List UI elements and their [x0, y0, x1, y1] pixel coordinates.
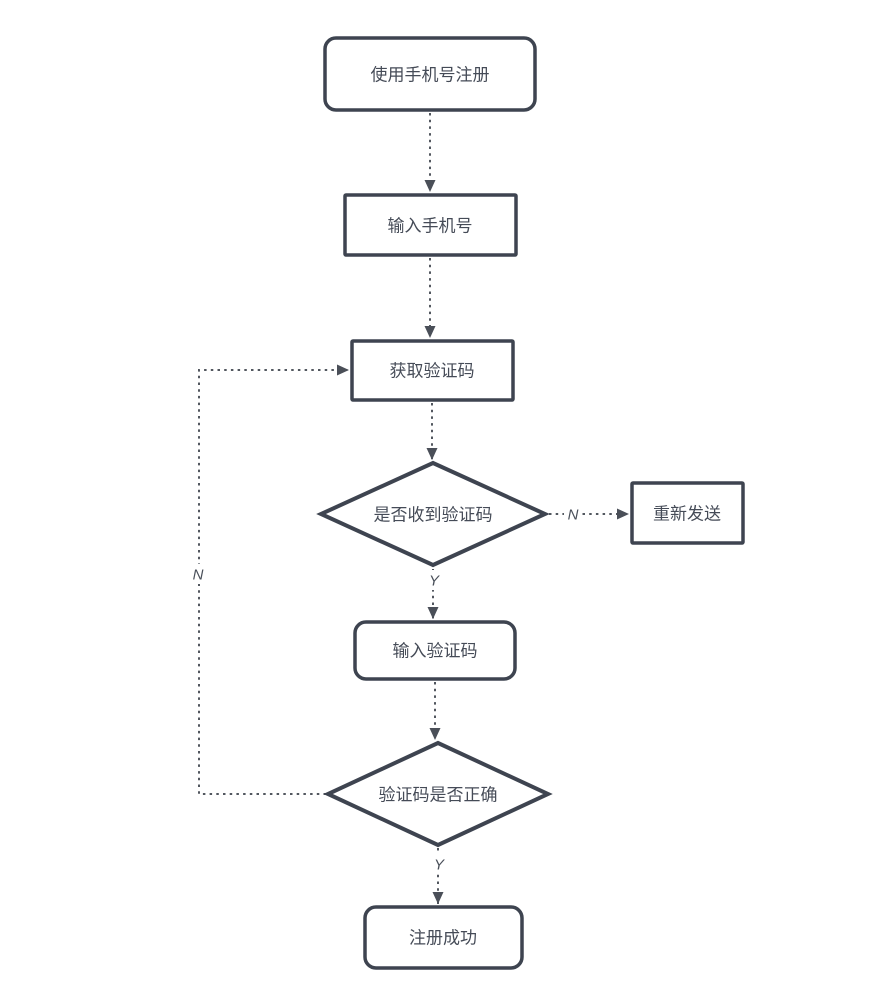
edge-label-code-received-no: N: [564, 504, 582, 524]
node-start: 使用手机号注册: [323, 36, 537, 112]
node-code-correct-shape: [323, 740, 553, 848]
node-resend-label: 重新发送: [653, 505, 721, 524]
node-success-shape: [363, 905, 524, 970]
node-enter-code: 输入验证码: [353, 620, 517, 681]
node-resend: 重新发送: [630, 481, 745, 545]
node-get-code-shape: [350, 339, 515, 402]
node-enter-code-shape: [353, 620, 517, 681]
node-enter-phone-label: 输入手机号: [388, 217, 473, 236]
node-success: 注册成功: [363, 905, 524, 970]
node-get-code-label: 获取验证码: [390, 362, 475, 381]
node-start-shape: [323, 36, 537, 112]
edge-label-y-enter-code: Y: [429, 573, 440, 590]
edge-label-n-loop: N: [193, 567, 204, 584]
node-start-label: 使用手机号注册: [371, 65, 490, 85]
node-enter-phone: 输入手机号: [343, 193, 518, 257]
node-code-correct: 验证码是否正确: [323, 740, 553, 848]
edge-label-n-resend: N: [568, 507, 579, 524]
edge-code-correct-to-get-code: [198, 364, 349, 795]
node-code-correct-label: 验证码是否正确: [379, 786, 498, 805]
node-code-received-shape: [316, 460, 550, 568]
node-get-code: 获取验证码: [350, 339, 515, 402]
edge-label-bg: [189, 564, 207, 584]
node-enter-phone-shape: [343, 193, 518, 257]
edge-label-y-success: Y: [434, 857, 445, 874]
edge-label-bg: [430, 854, 448, 874]
node-code-received-label: 是否收到验证码: [374, 506, 493, 525]
edge-label-code-correct-yes: Y: [430, 854, 448, 874]
edge-label-bg: [425, 570, 443, 590]
edge-label-bg: [564, 504, 582, 524]
edge-label-code-correct-no: N: [189, 564, 207, 584]
node-code-received: 是否收到验证码: [316, 460, 550, 568]
node-success-label: 注册成功: [409, 929, 477, 948]
node-enter-code-label: 输入验证码: [393, 642, 478, 661]
node-resend-shape: [630, 481, 745, 545]
edge-label-code-received-yes: Y: [425, 570, 443, 590]
